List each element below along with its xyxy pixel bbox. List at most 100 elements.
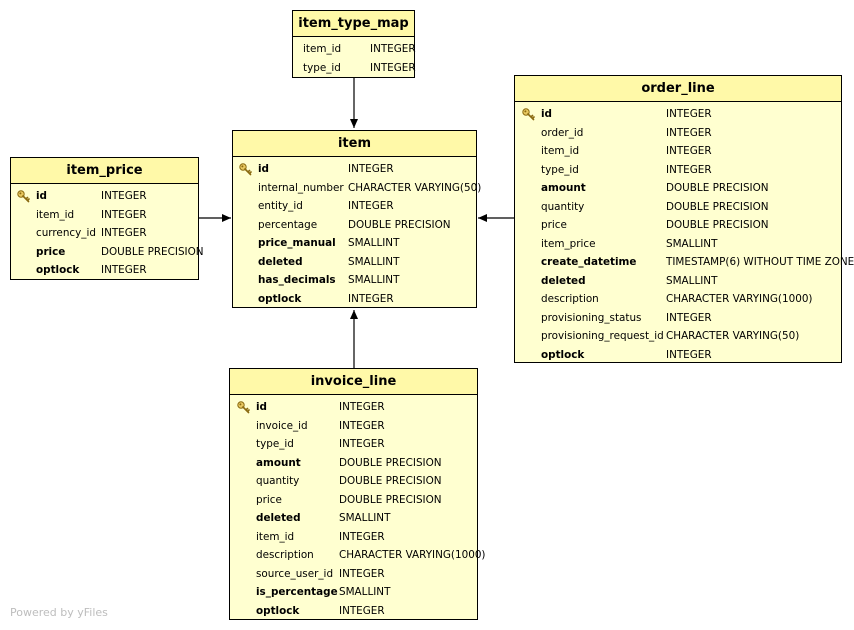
primary-key-icon (17, 190, 30, 203)
column-name: price (36, 245, 66, 258)
column-type: INTEGER (348, 292, 394, 305)
column-row[interactable]: price DOUBLE PRECISION (11, 243, 204, 262)
column-type: INTEGER (101, 208, 147, 221)
primary-key-icon (239, 163, 252, 176)
watermark: Powered by yFiles (10, 606, 108, 619)
column-name: deleted (258, 255, 303, 268)
column-type: CHARACTER VARYING(50) (666, 330, 800, 342)
column-name: item_id (36, 208, 75, 221)
column-type: INTEGER (666, 145, 712, 157)
column-type: INTEGER (348, 200, 394, 212)
column-name: optlock (256, 604, 300, 617)
table-title: order_line (515, 76, 841, 102)
column-name: deleted (256, 512, 301, 524)
column-type: CHARACTER VARYING(1000) (666, 293, 813, 305)
column-name: entity_id (258, 200, 303, 212)
column-name: is_percentage (256, 586, 338, 598)
column-row[interactable]: entity_id INTEGER (233, 197, 476, 216)
column-type: INTEGER (666, 108, 712, 120)
column-type: CHARACTER VARYING(1000) (339, 549, 486, 561)
table-title: item (233, 131, 476, 157)
column-name: optlock (541, 348, 585, 361)
column-type: SMALLINT (339, 586, 391, 598)
column-name: item_price (541, 237, 596, 250)
column-row[interactable]: optlock INTEGER (515, 346, 841, 365)
column-type: CHARACTER VARYING(50) (348, 181, 482, 194)
column-row[interactable]: price DOUBLE PRECISION (230, 491, 477, 510)
column-type: INTEGER (370, 43, 416, 55)
column-type: INTEGER (339, 567, 385, 580)
column-type: INTEGER (666, 163, 712, 176)
column-type: INTEGER (339, 604, 385, 617)
column-name: price (256, 493, 282, 506)
table-title: item_type_map (293, 11, 414, 37)
table-title: item_price (11, 158, 198, 184)
column-name: type_id (256, 438, 294, 450)
column-name: amount (256, 456, 301, 469)
column-name: amount (541, 182, 586, 194)
column-type: DOUBLE PRECISION (339, 475, 442, 487)
column-type: INTEGER (101, 264, 147, 276)
column-row[interactable]: item_id INTEGER (11, 206, 198, 225)
column-name: currency_id (36, 227, 96, 239)
column-type: INTEGER (339, 419, 385, 432)
column-type: DOUBLE PRECISION (666, 200, 769, 213)
column-type: INTEGER (666, 348, 712, 361)
column-type: DOUBLE PRECISION (339, 493, 442, 506)
column-name: order_id (541, 126, 584, 139)
column-name: id (256, 401, 267, 413)
column-name: percentage (258, 218, 318, 231)
column-row[interactable]: optlock INTEGER (230, 602, 477, 621)
column-type: SMALLINT (666, 237, 718, 250)
column-row[interactable]: item_price SMALLINT (515, 235, 841, 254)
column-type: DOUBLE PRECISION (348, 218, 451, 231)
column-name: id (258, 163, 269, 175)
column-name: item_id (303, 43, 342, 55)
column-type: DOUBLE PRECISION (101, 245, 204, 258)
column-type: DOUBLE PRECISION (666, 219, 769, 231)
column-row[interactable]: percentage DOUBLE PRECISION (233, 216, 476, 235)
column-name: price_manual (258, 237, 336, 249)
column-type: INTEGER (666, 311, 712, 324)
column-name: has_decimals (258, 274, 336, 286)
column-type: INTEGER (370, 61, 416, 74)
column-row[interactable]: item_id INTEGER (293, 40, 416, 59)
